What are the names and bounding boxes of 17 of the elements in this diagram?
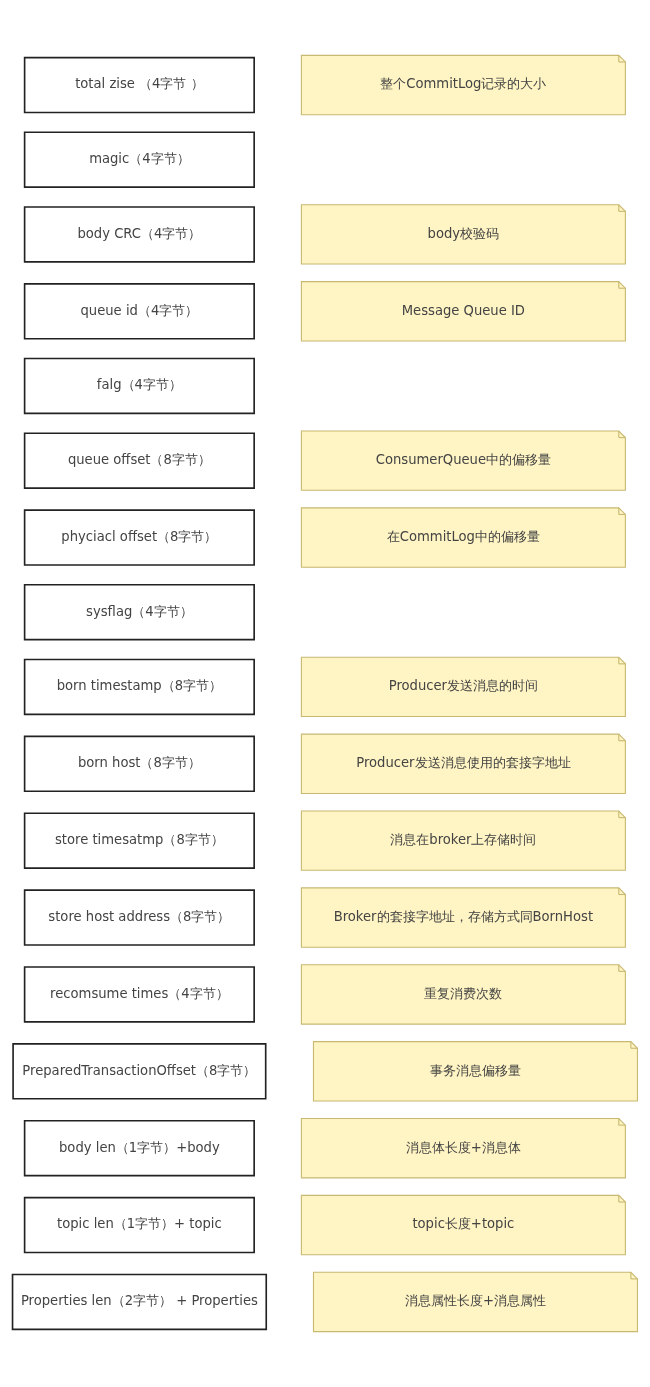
node-box: magic（4字节）	[23, 131, 255, 188]
node-box: falg（4字节）	[23, 357, 255, 415]
node-box: body len（1字节）+body	[23, 1119, 255, 1177]
node-box: total zise （4字节 ）	[23, 56, 255, 114]
node-box: recomsume times（4字节）	[23, 966, 255, 1023]
node-box: store host address（8字节）	[23, 889, 255, 946]
node-box: queue id（4字节）	[23, 283, 255, 340]
node-box: queue offset（8字节）	[23, 432, 255, 489]
node-box: body CRC（4字节）	[23, 206, 255, 263]
node-box: PreparedTransactionOffset（8字节）	[12, 1043, 267, 1100]
node-box: store timesatmp（8字节）	[23, 812, 255, 869]
node-box: Properties len（2字节） + Properties	[11, 1273, 268, 1331]
node-box: topic len（1字节）+ topic	[23, 1196, 255, 1254]
node-box: born host（8字节）	[23, 735, 255, 793]
node-box: born timestamp（8字节）	[23, 658, 255, 716]
node-box: sysflag（4字节）	[23, 583, 255, 641]
node-box: phyciacl offset（8字节）	[23, 509, 255, 566]
